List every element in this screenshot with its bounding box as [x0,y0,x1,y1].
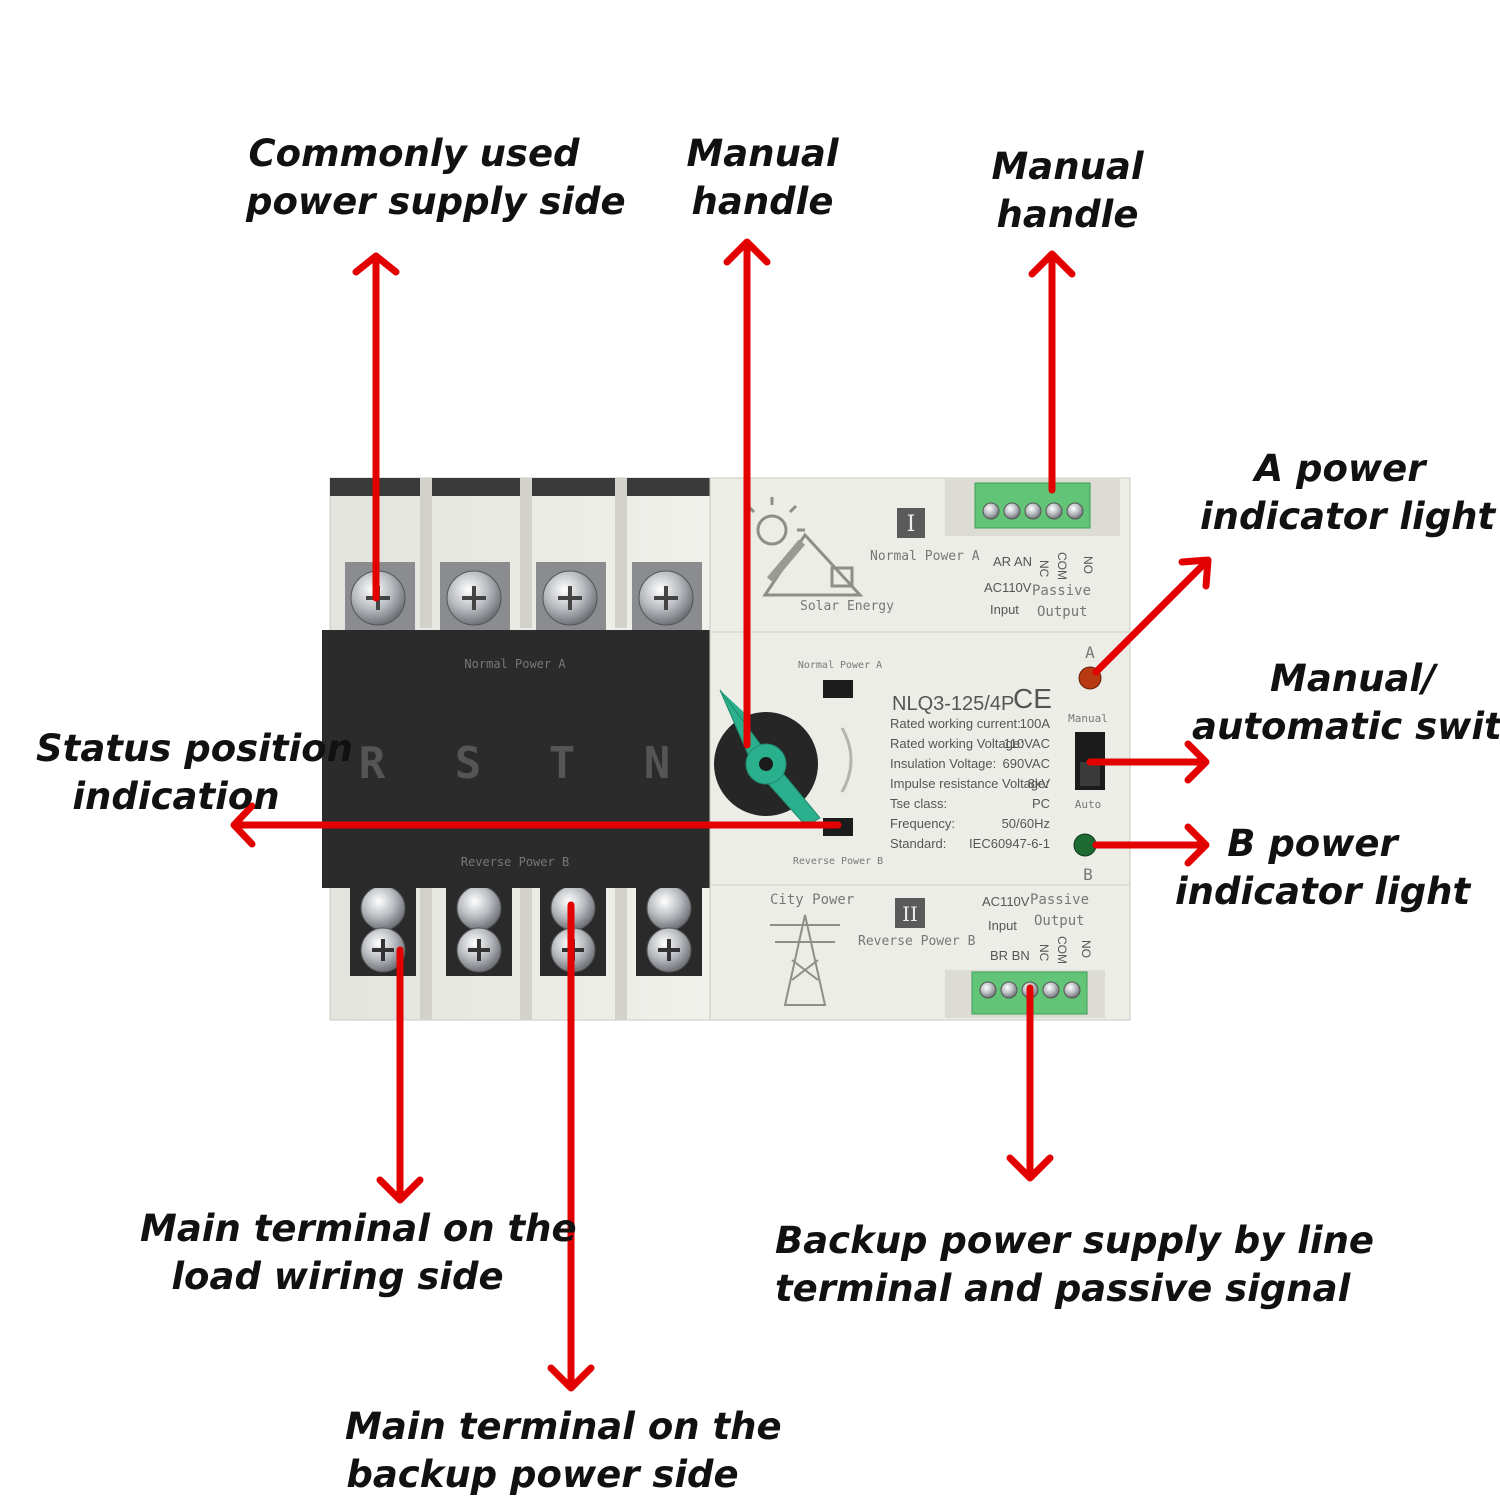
spec-key: Frequency: [890,816,955,831]
reverse-power-b-bottom: Reverse Power B [858,934,976,949]
a-mark: A [1085,643,1095,662]
status-window-b [823,818,853,836]
bottom-output: Output [1034,913,1085,929]
bottom-ac110v: AC110V [982,894,1030,909]
callout-line: Backup power supply by line [775,1219,1375,1262]
front-panel: Normal Power A R S T N Reverse Power B [322,630,710,888]
a-power-led [1078,666,1102,690]
roman-two: II [902,902,918,926]
callout-line: B power [1227,822,1398,865]
callout-line: backup power side [346,1453,739,1496]
callout-line: indicator light [1175,870,1471,913]
callout-line: A power [1254,447,1426,490]
callout-line: terminal and passive signal [775,1267,1351,1310]
top-no-label: NO [1081,556,1095,574]
power-tower-icon [770,914,840,1006]
callout-manual-handle-2: Manual handle [985,143,1150,239]
bottom-no-label: NO [1079,940,1093,958]
city-power-label: City Power [770,892,854,908]
callout-line: load wiring side [171,1255,504,1298]
bottom-nc-label: NC [1037,944,1051,962]
spec-value: 50/60Hz [1002,816,1050,831]
bottom-main-terminals [350,885,702,976]
callout-line: handle [996,193,1139,236]
roman-one: I [907,512,916,537]
normal-power-a-label: Normal Power A [464,657,566,671]
callout-line: power supply side [246,180,626,223]
solar-energy-label: Solar Energy [800,599,894,614]
callout-b-indicator: B power indicator light [1175,820,1471,916]
spec-value: 8kV [1028,776,1051,791]
callout-manual-handle-1: Manual handle [680,130,845,226]
callout-line: Main terminal on the [140,1207,577,1250]
manual-mark: Manual [1068,712,1108,725]
top-output: Output [1037,604,1088,620]
ce-mark: CE [1013,683,1052,714]
bottom-input: Input [988,918,1017,933]
top-signal-terminal-block [974,482,1091,529]
spec-key: Standard: [890,836,946,851]
callout-load-terminal: Main terminal on the load wiring side [140,1205,577,1301]
top-nc-label: NC [1037,560,1051,578]
callout-status-position: Status position indication [36,725,353,821]
rotate-arrow-icon [840,727,853,793]
rating-plate: Rated working current: 100A Rated workin… [890,716,1050,851]
callout-backup-terminal: Main terminal on the backup power side [345,1403,782,1499]
spec-value: 100A [1020,716,1051,731]
auto-mark: Auto [1075,798,1102,811]
spec-key: Tse class: [890,796,947,811]
top-ab-label: AR AN [993,554,1032,569]
callout-line: Manual [991,145,1144,188]
top-passive: Passive [1032,583,1091,599]
mode-switch-toggle[interactable] [1080,762,1100,786]
callout-line: Status position [36,727,353,770]
callout-line: indication [72,775,280,818]
bottom-signal-terminal-block [971,971,1088,1015]
spec-value: 110VAC [1004,736,1051,751]
callout-line: Manual [686,132,839,175]
b-mark: B [1083,865,1093,884]
spec-value: 690VAC [1003,756,1050,771]
callout-line: handle [691,180,834,223]
phase-s: S [455,738,482,789]
phase-n: N [644,738,671,789]
bottom-ab-label: BR BN [990,948,1030,963]
handle-reverse-power-b: Reverse Power B [793,856,883,867]
callout-a-indicator: A power indicator light [1200,445,1496,541]
top-main-terminals [345,562,702,632]
phase-r: R [359,738,386,789]
top-ac110v: AC110V [984,580,1032,595]
handle-normal-power-a: Normal Power A [798,660,882,671]
bottom-passive: Passive [1030,892,1089,908]
callout-line: Commonly used [248,132,580,175]
spec-key: Impulse resistance Voltage: [890,776,1049,791]
callout-line: Manual/ [1270,657,1436,700]
status-window-a [823,680,853,698]
callout-mode-switch: Manual/ automatic switch [1192,655,1500,751]
normal-power-a-top: Normal Power A [870,549,980,564]
top-input: Input [990,602,1019,617]
model-number: NLQ3-125/4P [892,693,1014,715]
spec-key: Rated working Voltage: [890,736,1024,751]
callout-line: automatic switch [1192,705,1500,748]
spec-key: Rated working current: [890,716,1021,731]
bottom-com-label: COM [1055,936,1069,964]
spec-value: IEC60947-6-1 [969,836,1050,851]
phase-t: T [549,738,576,789]
callout-backup-signal: Backup power supply by line terminal and… [775,1217,1375,1313]
callout-common-supply: Commonly used power supply side [246,130,626,226]
control-module: Solar Energy I Normal Power A AR AN NC C… [709,477,1131,1021]
top-com-label: COM [1055,552,1069,580]
callout-line: Main terminal on the [345,1405,782,1448]
callout-line: indicator light [1200,495,1496,538]
b-power-led [1073,833,1097,857]
reverse-power-b-label: Reverse Power B [461,855,569,869]
spec-value: PC [1032,796,1050,811]
solar-house-icon [746,497,864,597]
spec-key: Insulation Voltage: [890,756,996,771]
